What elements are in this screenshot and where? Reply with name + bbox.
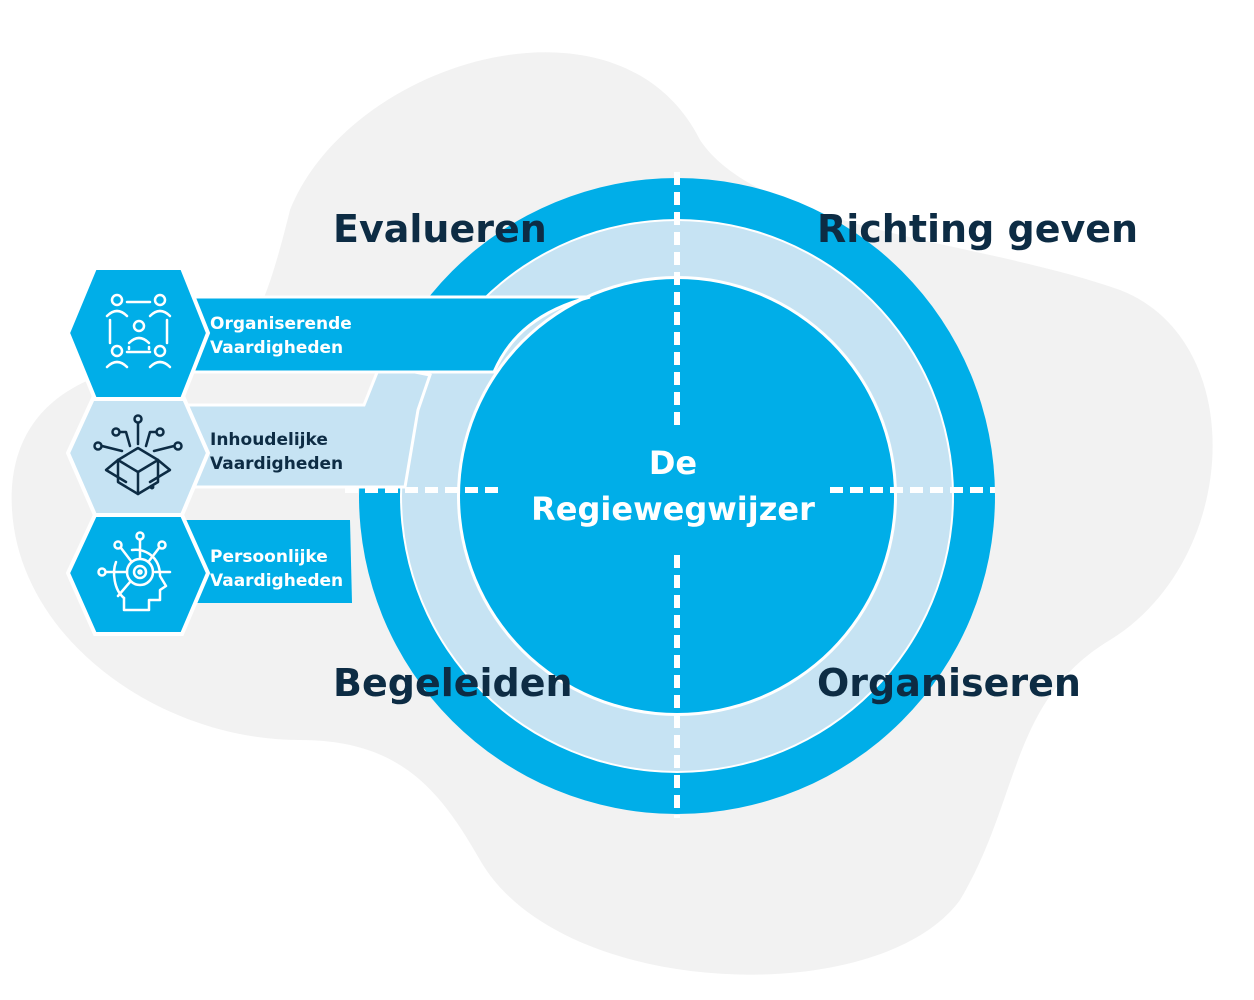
inner-circle	[460, 279, 894, 713]
open-box-network-icon	[93, 414, 183, 496]
quadrant-label-begeleiden: Begeleiden	[333, 661, 573, 705]
band-organiserende	[148, 295, 591, 374]
head-target-icon	[97, 531, 172, 612]
skill-label-line1: Persoonlijke	[210, 547, 328, 567]
quadrant-label-evalueren: Evalueren	[333, 207, 547, 251]
team-network-icon	[105, 293, 172, 369]
skill-label-persoonlijke: Persoonlijke Vaardigheden	[210, 545, 343, 593]
skill-label-line2: Vaardigheden	[210, 454, 344, 474]
skill-label-line2: Vaardigheden	[210, 571, 344, 591]
skill-label-organiserende: Organiserende Vaardigheden	[210, 312, 352, 360]
skill-label-line1: Organiserende	[210, 314, 352, 334]
skill-label-inhoudelijke: Inhoudelijke Vaardigheden	[210, 428, 343, 476]
center-title: De Regiewegwijzer	[503, 440, 843, 532]
quadrant-dividers	[345, 172, 995, 818]
hexagon-inhoudelijke	[65, 392, 211, 517]
skill-label-line2: Vaardigheden	[210, 338, 344, 358]
center-title-line2: Regiewegwijzer	[531, 490, 815, 528]
center-title-line1: De	[648, 444, 698, 482]
skill-label-line1: Inhoudelijke	[210, 430, 328, 450]
quadrant-label-richting-geven: Richting geven	[817, 207, 1139, 251]
hexagon-organiserende	[65, 266, 211, 401]
quadrant-label-organiseren: Organiseren	[817, 661, 1081, 705]
